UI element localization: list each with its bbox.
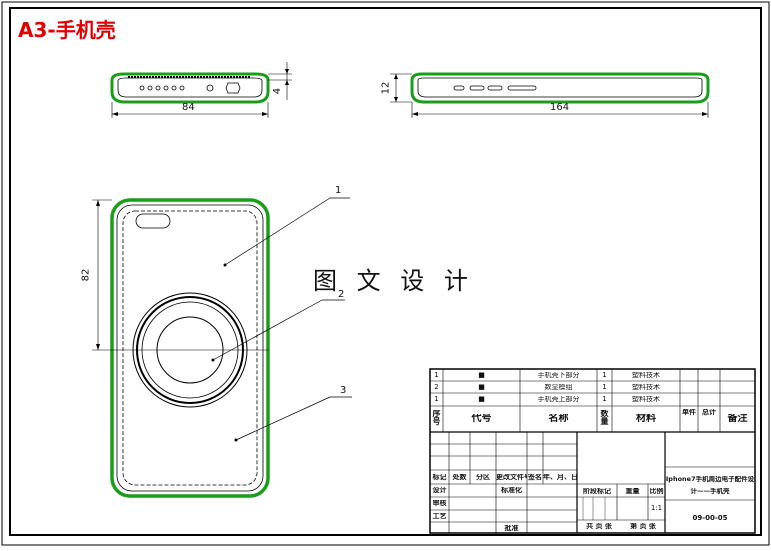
dim-height-4: 4 xyxy=(272,87,284,95)
tb-label-weight: 重量 xyxy=(625,488,640,495)
bom-row-3-code: ■ xyxy=(478,396,485,403)
tb-label-zone: 分区 xyxy=(476,474,490,481)
bom-row-1-material: 塑料技术 xyxy=(632,372,660,379)
bom-header-unit-weight: 单件 xyxy=(682,409,696,416)
tb-label-process: 工艺 xyxy=(432,513,447,520)
bom-row-3-name: 手机壳上部分 xyxy=(537,396,580,403)
balloon-1: 1 xyxy=(335,185,342,196)
bom-row-2-code: ■ xyxy=(478,384,485,391)
dim-height-12: 12 xyxy=(380,81,392,95)
watermark-text: 图 文 设 计 xyxy=(313,267,474,295)
tb-label-check: 审核 xyxy=(432,500,447,507)
bom-header-qty: 数量 xyxy=(600,410,609,426)
tb-sheet-no: 第 页 张 xyxy=(630,523,656,530)
tb-label-scale: 比例 xyxy=(649,488,664,495)
bom-row-2-name: 数显模组 xyxy=(544,384,573,391)
end-view-left xyxy=(110,62,292,118)
tb-label-signature: 签名 xyxy=(528,474,542,481)
tb-label-stage-mark: 阶段标记 xyxy=(583,488,611,495)
bom-row-1-qty: 1 xyxy=(602,372,607,379)
bom-header-seq: 序号 xyxy=(432,410,441,426)
balloon-3: 3 xyxy=(340,385,347,396)
tb-label-approve: 批准 xyxy=(504,525,519,532)
tb-project-title-line1: Iphone7手机周边电子配件设 xyxy=(665,476,755,483)
side-view-right xyxy=(390,72,710,118)
tb-label-mark: 标记 xyxy=(432,474,447,481)
bom-header-name: 名称 xyxy=(548,414,569,424)
tb-label-standardize: 标准化 xyxy=(501,487,522,494)
tb-project-title-line2: 计——手机壳 xyxy=(690,488,730,495)
bom-row-2-no: 2 xyxy=(434,384,439,391)
tb-label-count: 处数 xyxy=(452,474,467,481)
bom-row-2-qty: 1 xyxy=(602,384,607,391)
bom-header-material: 材料 xyxy=(636,414,656,424)
bom-row-1-no: 1 xyxy=(434,372,439,379)
bom-header-total-weight: 总计 xyxy=(702,409,716,416)
tb-drawing-number: 09-00-05 xyxy=(692,515,728,522)
sheet-title-badge: A3-手机壳 xyxy=(18,18,116,42)
bom-header-remarks: 备注 xyxy=(727,414,748,424)
bom-row-3-no: 1 xyxy=(434,396,439,403)
dim-width-164: 164 xyxy=(550,102,570,113)
bom-row-1-name: 手机壳下部分 xyxy=(537,372,580,379)
bom-row-3-material: 塑料技术 xyxy=(632,396,660,403)
dim-height-82: 82 xyxy=(80,268,92,282)
tb-label-change-doc: 更改文件号 xyxy=(496,474,527,481)
inner-border xyxy=(9,7,762,536)
balloon-2: 2 xyxy=(338,289,345,300)
tb-label-date: 年、月、日 xyxy=(543,474,577,481)
front-view xyxy=(92,197,352,498)
dim-width-84: 84 xyxy=(182,102,195,113)
title-block-grid xyxy=(429,368,756,534)
bom-row-2-material: 塑料技术 xyxy=(632,384,660,391)
tb-label-design: 设计 xyxy=(432,487,447,494)
bom-row-1-code: ■ xyxy=(478,372,485,379)
tb-sheets-total: 共 页 张 xyxy=(586,523,612,530)
tb-scale-value: 1:1 xyxy=(650,505,663,512)
bom-header-code: 代号 xyxy=(471,414,492,424)
bom-row-3-qty: 1 xyxy=(602,396,607,403)
